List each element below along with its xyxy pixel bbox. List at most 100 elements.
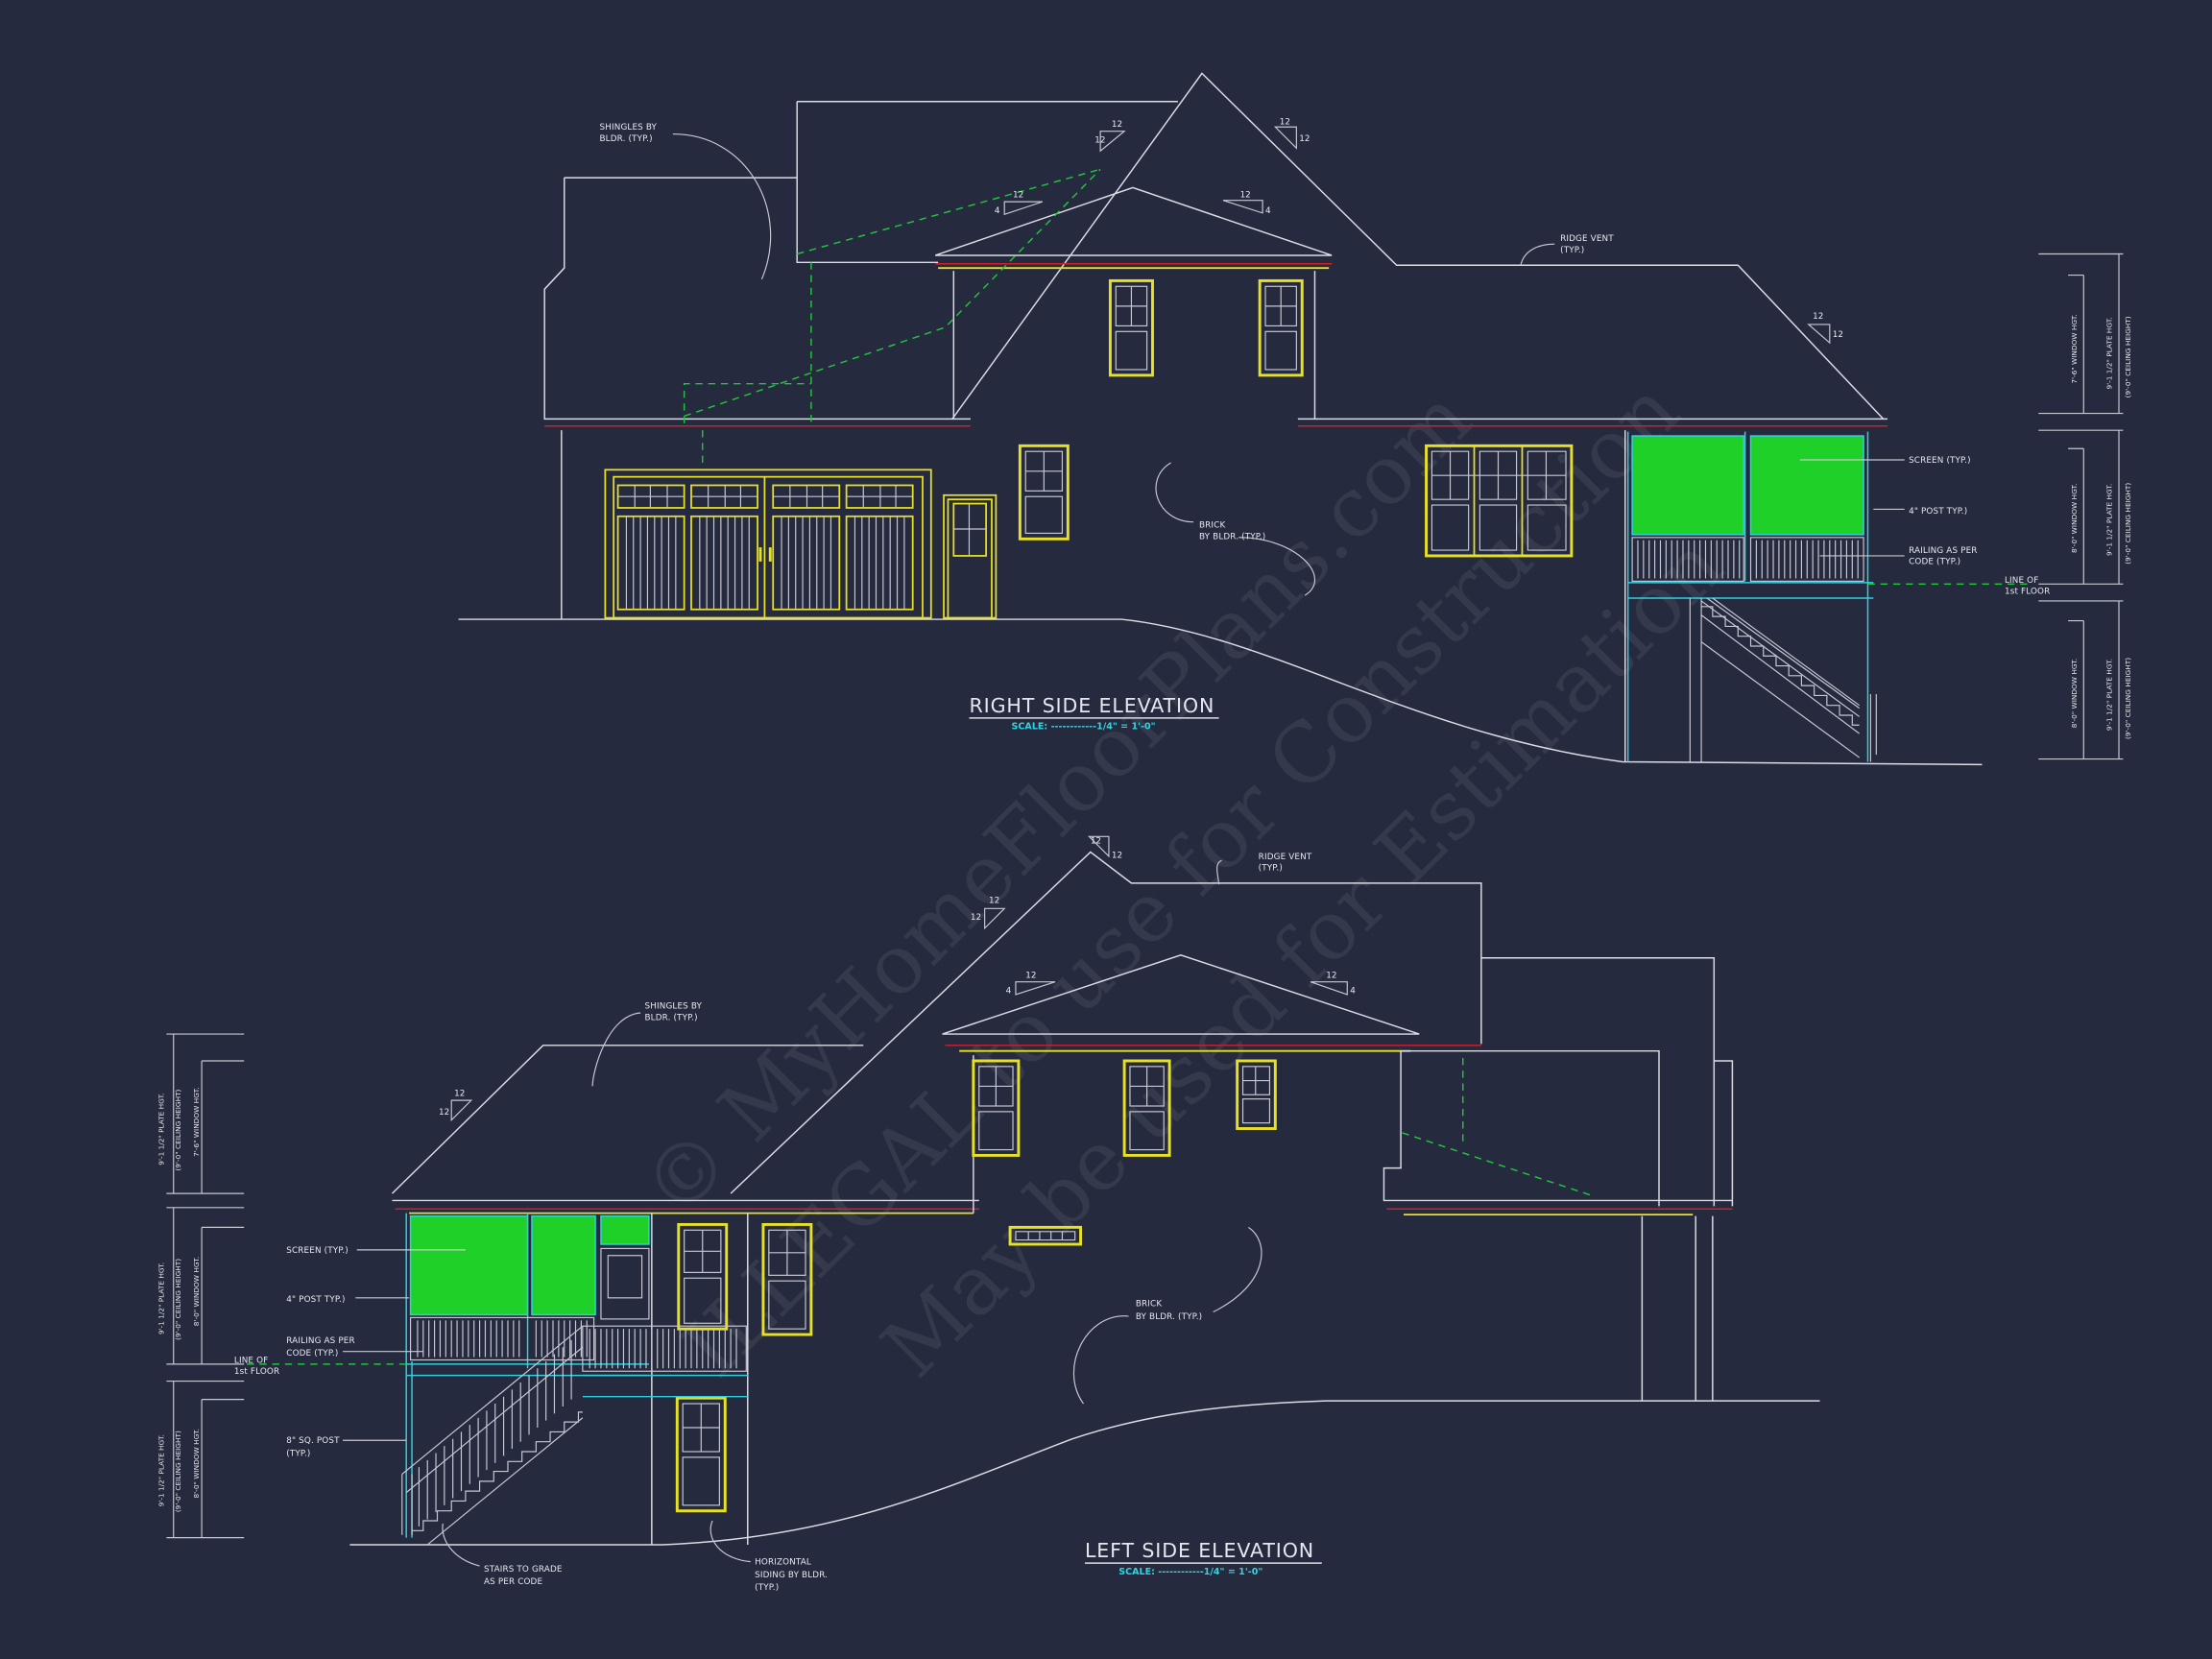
main-gable <box>730 851 1482 1194</box>
note-siding: HORIZONTAL <box>755 1558 811 1568</box>
drawing-scale: SCALE: ------------1/4" = 1'-0" <box>1118 1567 1262 1577</box>
dim-window-height: 8'-0" WINDOW HGT. <box>192 1257 201 1326</box>
dim-ceiling-height: (9'-0" CEILING HEIGHT) <box>174 1431 182 1512</box>
pitch-rise: 12 <box>439 1108 449 1118</box>
dim-plate-height: 9'-1 1/2" PLATE HGT. <box>156 1262 165 1334</box>
dim-plate-height: 9'-1 1/2" PLATE HGT. <box>156 1093 165 1165</box>
dim-window-height: 8'-0" WINDOW HGT. <box>2070 484 2079 553</box>
note-line-of-floor: LINE OF <box>2005 576 2038 586</box>
garage-door <box>604 469 932 619</box>
note-stairs: STAIRS TO GRADE <box>484 1565 563 1575</box>
drawing-title: LEFT SIDE ELEVATION <box>1085 1539 1314 1562</box>
pitch-run: 12 <box>1091 837 1101 847</box>
note-post: 4" POST TYP.) <box>286 1295 345 1305</box>
note-railing: RAILING AS PER <box>286 1336 354 1346</box>
dim-ceiling-height: (9'-0" CEILING HEIGHT) <box>174 1089 182 1170</box>
note-railing: RAILING AS PER <box>1909 546 1977 556</box>
note-line-of-floor: 1st FLOOR <box>2005 588 2050 597</box>
note-shingles: BLDR. (TYP.) <box>599 134 652 144</box>
note-post: 4" POST TYP.) <box>1909 507 1967 517</box>
upper-window-right <box>1258 278 1304 377</box>
pitch-run: 12 <box>1280 117 1290 127</box>
pitch-run: 12 <box>1813 312 1823 322</box>
pitch-run: 12 <box>1240 191 1251 201</box>
note-railing: CODE (TYP.) <box>286 1349 338 1358</box>
pitch-rise: 12 <box>1299 134 1310 144</box>
upper-roof-outline <box>796 101 939 264</box>
pitch-run: 12 <box>1112 120 1122 130</box>
side-door <box>943 493 998 619</box>
pitch-rise: 12 <box>971 913 981 923</box>
middle-window <box>1018 444 1070 541</box>
dim-ceiling-height: (9'-0" CEILING HEIGHT) <box>2124 316 2132 397</box>
dim-ceiling-height: (9'-0" CEILING HEIGHT) <box>2124 658 2132 739</box>
lower-window-1 <box>677 1222 729 1331</box>
height-dimensions-right: 7'-6" WINDOW HGT. 9'-1 1/2" PLATE HGT. (… <box>2038 252 2132 760</box>
dim-ceiling-height: (9'-0" CEILING HEIGHT) <box>174 1259 182 1340</box>
dim-window-height: 7'-6" WINDOW HGT. <box>2070 314 2079 383</box>
front-gable <box>934 186 1333 256</box>
lower-level-window <box>675 1396 727 1513</box>
hidden-lines <box>683 168 1101 466</box>
watermark-line-1: © MyHomeFloorPlans.com <box>625 372 1490 1237</box>
left-side-elevation: 12 12 12 12 12 4 12 4 12 12 RIDGE VENT (… <box>156 835 1820 1593</box>
garage-roof-outline <box>1382 956 1734 1207</box>
pitch-run: 12 <box>1326 971 1336 980</box>
watermark: © MyHomeFloorPlans.com ILLEGAL to use fo… <box>625 363 1742 1396</box>
note-ridge-vent: RIDGE VENT <box>1560 234 1614 244</box>
upper-window-2 <box>1122 1059 1171 1157</box>
dim-plate-height: 9'-1 1/2" PLATE HGT. <box>2105 317 2114 389</box>
triple-window <box>1425 444 1574 558</box>
screened-porch <box>247 1213 748 1546</box>
annotations: RIDGE VENT (TYP.) SHINGLES BY BLDR. (TYP… <box>234 853 1312 1593</box>
roof-pitch-symbols: 12 12 12 12 12 4 12 4 12 12 <box>995 117 1843 345</box>
pitch-run: 12 <box>454 1090 465 1099</box>
note-brick: BRICK <box>1199 521 1225 531</box>
note-line-of-floor: LINE OF <box>234 1356 268 1365</box>
pitch-rise: 4 <box>1265 206 1271 216</box>
note-siding: SIDING BY BLDR. <box>755 1571 828 1580</box>
note-line-of-floor: 1st FLOOR <box>234 1367 279 1377</box>
pitch-run: 12 <box>1025 971 1036 980</box>
hidden-lines <box>1402 1058 1595 1197</box>
note-railing: CODE (TYP.) <box>1909 558 1960 567</box>
watermark-line-2: ILLEGAL to use for Construction <box>665 363 1698 1396</box>
note-siding: (TYP.) <box>755 1583 779 1593</box>
pitch-run: 12 <box>989 896 999 905</box>
roof-pitch-symbols: 12 12 12 12 12 4 12 4 12 12 <box>439 835 1356 1122</box>
drawing-title: RIGHT SIDE ELEVATION <box>969 694 1214 717</box>
note-shingles: SHINGLES BY <box>645 1002 703 1012</box>
pitch-rise: 12 <box>1094 135 1105 145</box>
note-brick: BY BLDR. (TYP.) <box>1136 1312 1202 1322</box>
screened-porch <box>1626 431 2032 762</box>
upper-window-3 <box>1236 1059 1277 1130</box>
lower-window-2 <box>761 1222 813 1336</box>
dim-window-height: 8'-0" WINDOW HGT. <box>2070 659 2079 728</box>
annotations: SHINGLES BY BLDR. (TYP.) RIDGE VENT (TYP… <box>599 123 2050 596</box>
pitch-rise: 4 <box>995 206 1000 216</box>
left-hip-roof <box>391 1045 864 1194</box>
grade-line <box>458 618 1983 766</box>
height-dimensions-left: 9'-1 1/2" PLATE HGT. (9'-0" CEILING HEIG… <box>156 1033 245 1539</box>
note-shingles: SHINGLES BY <box>599 123 657 132</box>
pitch-run: 12 <box>1013 191 1023 201</box>
pitch-rise: 4 <box>1350 986 1356 996</box>
note-ridge-vent: (TYP.) <box>1259 864 1283 874</box>
dim-plate-height: 9'-1 1/2" PLATE HGT. <box>156 1434 165 1506</box>
note-screen: SCREEN (TYP.) <box>1909 456 1971 466</box>
note-ridge-vent: (TYP.) <box>1560 246 1584 255</box>
dim-plate-height: 9'-1 1/2" PLATE HGT. <box>2105 484 2114 556</box>
garage-wall-lines <box>1641 1215 1714 1402</box>
upper-window-left <box>1108 278 1154 377</box>
upper-window-1 <box>972 1059 1021 1157</box>
dim-window-height: 8'-0" WINDOW HGT. <box>192 1429 201 1498</box>
note-sq-post: (TYP.) <box>286 1449 310 1458</box>
drawing-scale: SCALE: ------------1/4" = 1'-0" <box>1012 722 1156 733</box>
dim-ceiling-height: (9'-0" CEILING HEIGHT) <box>2124 483 2132 565</box>
transom-window <box>1008 1225 1083 1246</box>
note-screen: SCREEN (TYP.) <box>286 1246 349 1256</box>
note-stairs: AS PER CODE <box>484 1577 542 1587</box>
note-brick: BY BLDR. (TYP.) <box>1199 532 1265 541</box>
note-sq-post: 8" SQ. POST <box>286 1436 340 1446</box>
